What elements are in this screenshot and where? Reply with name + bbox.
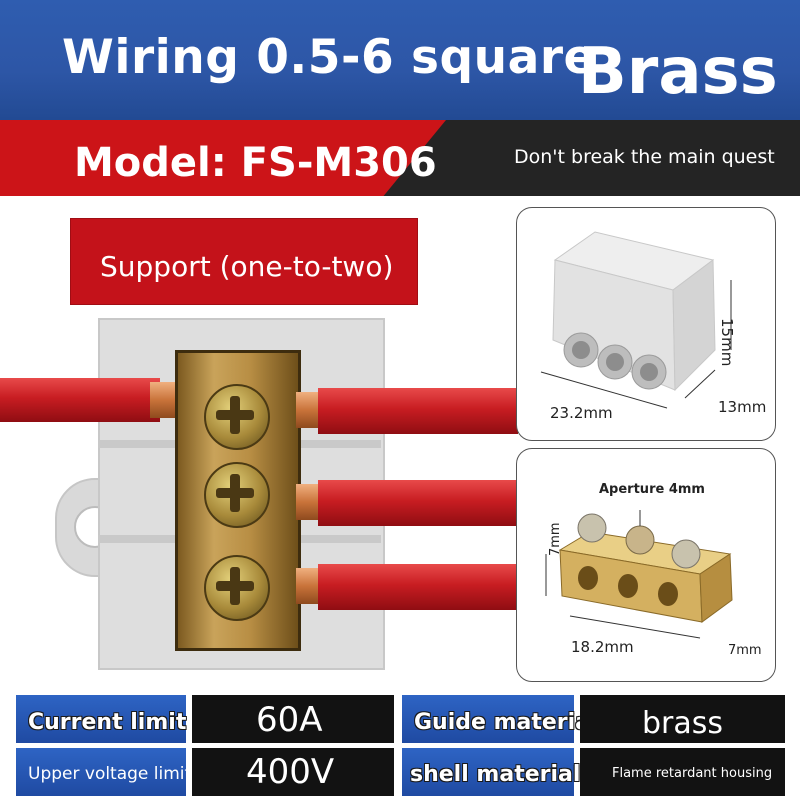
support-box — [70, 218, 418, 305]
screw-slot — [216, 488, 254, 498]
aperture-label: Aperture 4mm — [599, 482, 705, 497]
tagline: Don't break the main quest — [514, 146, 775, 168]
output-wire-tip — [296, 484, 322, 520]
model-band-red — [0, 120, 446, 196]
housing-length-label: 23.2mm — [550, 404, 613, 422]
support-label: Support (one-to-two) — [100, 250, 394, 283]
current-limit-cell — [16, 695, 186, 743]
core-length-label: 18.2mm — [571, 638, 634, 656]
shell-material-label: shell material — [410, 762, 581, 787]
guide-material-value: brass — [642, 706, 724, 741]
voltage-value-cell — [192, 748, 394, 796]
housing-depth-label: 13mm — [718, 398, 767, 416]
voltage-limit-cell — [16, 748, 186, 796]
current-limit-value: 60A — [256, 700, 323, 740]
guide-value-cell — [580, 695, 785, 743]
input-wire — [0, 378, 160, 422]
product-title: Wiring 0.5-6 square — [62, 30, 596, 85]
output-wire-3 — [318, 564, 518, 610]
voltage-limit-label: Upper voltage limit — [28, 764, 192, 784]
current-limit-label: Current limit — [28, 710, 187, 735]
output-wire-1 — [318, 388, 518, 434]
housing-shell-image — [540, 231, 732, 409]
core-depth-label: 7mm — [728, 643, 762, 658]
current-value-cell — [192, 695, 394, 743]
screw-slot — [216, 410, 254, 420]
brass-core-image — [545, 510, 733, 639]
shell-value-cell — [580, 748, 785, 796]
housing-height-label: 15mm — [718, 318, 736, 367]
guide-material-label: Guide material — [414, 710, 598, 735]
material-heading: Brass — [578, 35, 778, 109]
output-wire-tip — [296, 392, 322, 428]
guide-material-cell — [402, 695, 574, 743]
shell-material-value: Flame retardant housing — [612, 766, 773, 781]
voltage-limit-value: 400V — [246, 752, 335, 792]
shell-material-cell — [402, 748, 574, 796]
top-banner — [0, 0, 800, 120]
core-height-label: 7mm — [548, 522, 563, 556]
screw-slot — [216, 581, 254, 591]
output-wire-2 — [318, 480, 518, 526]
output-wire-tip — [296, 568, 322, 604]
model-number: Model: FS-M306 — [74, 140, 437, 186]
